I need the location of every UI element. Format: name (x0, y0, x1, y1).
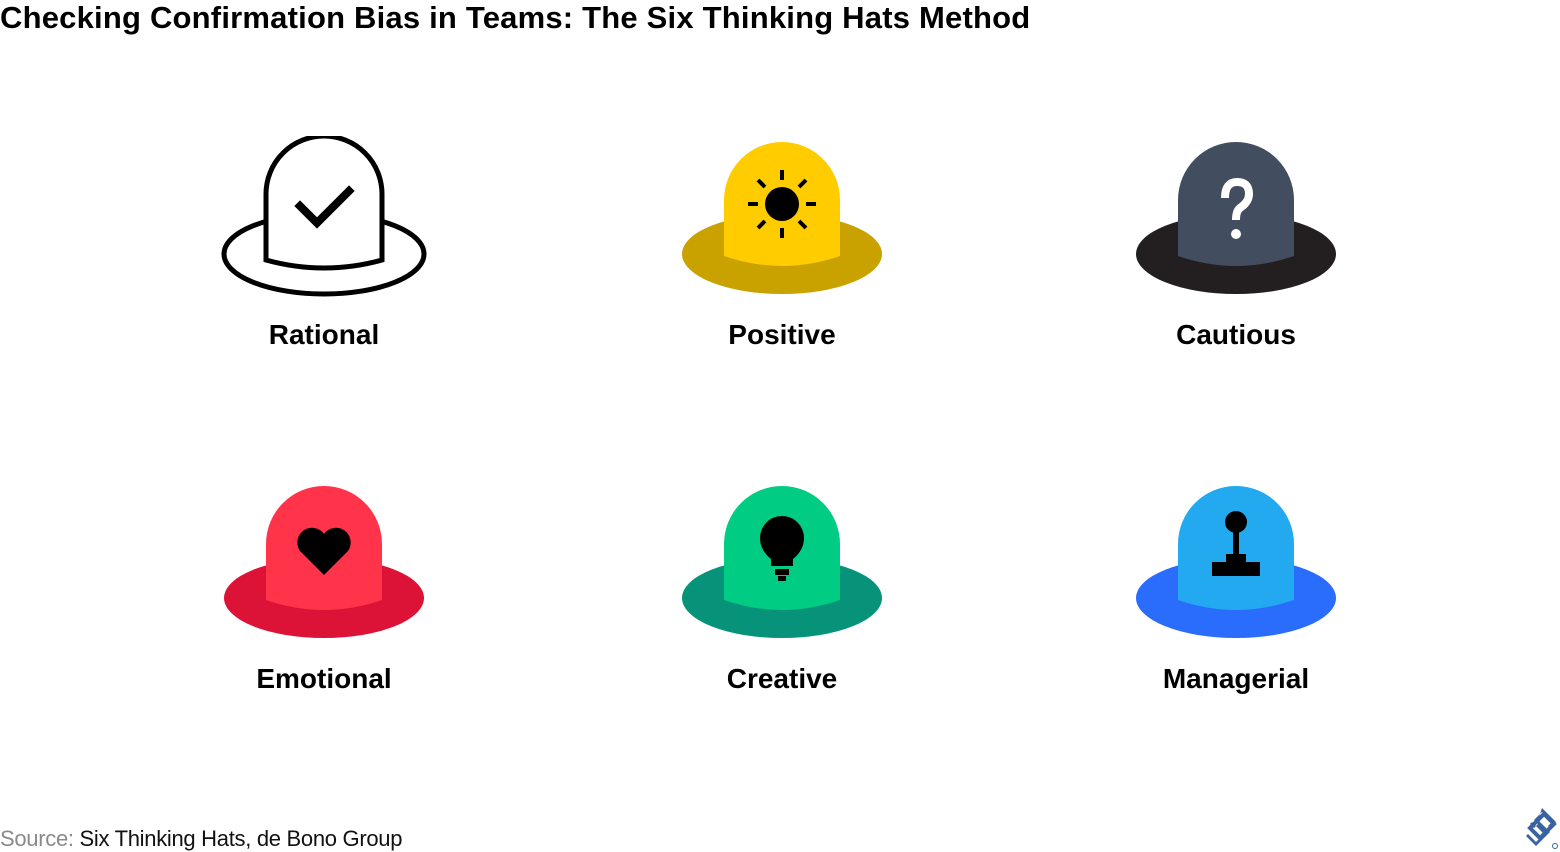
black-hat-icon (1136, 142, 1336, 294)
source-value: Six Thinking Hats, de Bono Group (79, 826, 403, 851)
hat-emotional: Emotional (204, 480, 444, 720)
hat-creative: Creative (662, 480, 902, 720)
hat-label-cautious: Cautious (1176, 319, 1296, 350)
hat-label-emotional: Emotional (256, 663, 392, 694)
sun-icon (748, 170, 816, 238)
hat-rational: Rational (204, 136, 444, 376)
blue-hat-icon (1136, 486, 1336, 638)
toptal-logo-icon (1526, 808, 1558, 849)
question-mark-icon (1221, 177, 1254, 239)
red-hat-icon (224, 486, 424, 638)
hat-managerial: Managerial (1116, 480, 1356, 720)
hat-positive: Positive (662, 136, 902, 376)
source-label: Source: (0, 826, 74, 851)
white-hat-icon (221, 136, 427, 297)
page-title: Checking Confirmation Bias in Teams: The… (0, 0, 1031, 35)
green-hat-icon (682, 486, 882, 638)
lightbulb-icon (760, 516, 804, 581)
checkmark-icon (294, 185, 355, 229)
source-note: Source: Six Thinking Hats, de Bono Group (0, 826, 402, 852)
hat-label-creative: Creative (726, 663, 838, 694)
hat-label-rational: Rational (268, 319, 380, 350)
joystick-icon (1212, 511, 1260, 576)
hat-label-positive: Positive (728, 319, 836, 350)
hat-label-managerial: Managerial (1162, 663, 1310, 694)
heart-icon (297, 527, 351, 575)
yellow-hat-icon (682, 142, 882, 294)
hat-cautious: Cautious (1116, 136, 1356, 376)
